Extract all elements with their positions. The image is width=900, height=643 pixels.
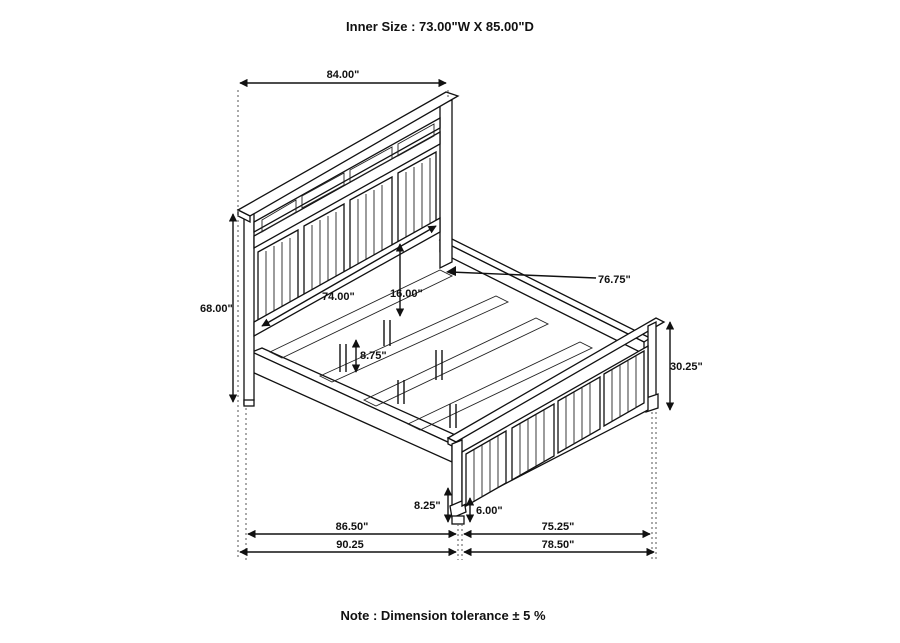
bottom-right-outer-label: 78.50"	[542, 539, 575, 551]
overall-height-label: 68.00"	[200, 303, 233, 315]
bottom-right-inner-label: 75.25"	[542, 521, 575, 533]
tolerance-note: Note : Dimension tolerance ± 5 %	[340, 608, 546, 623]
headboard-width-label: 84.00"	[327, 69, 360, 81]
slats	[268, 269, 594, 431]
inner-size-title: Inner Size : 73.00"W X 85.00"D	[346, 19, 534, 34]
footboard-height-label: 30.25"	[670, 361, 703, 373]
bottom-left-outer-label: 90.25	[336, 539, 364, 551]
slat-height-label: 8.75"	[360, 350, 387, 362]
footboard	[446, 317, 666, 525]
bottom-left-inner-label: 86.50"	[336, 521, 369, 533]
rail-clearance-label: 6.00"	[476, 505, 503, 517]
bed-illustration	[236, 91, 666, 525]
side-rail-length-label: 76.75"	[598, 274, 631, 286]
headboard-panel-label: 16.00"	[390, 288, 423, 300]
inner-width-label: 74.00"	[322, 291, 355, 303]
foot-clearance-label: 8.25"	[414, 500, 441, 512]
dimension-lines	[228, 78, 675, 560]
